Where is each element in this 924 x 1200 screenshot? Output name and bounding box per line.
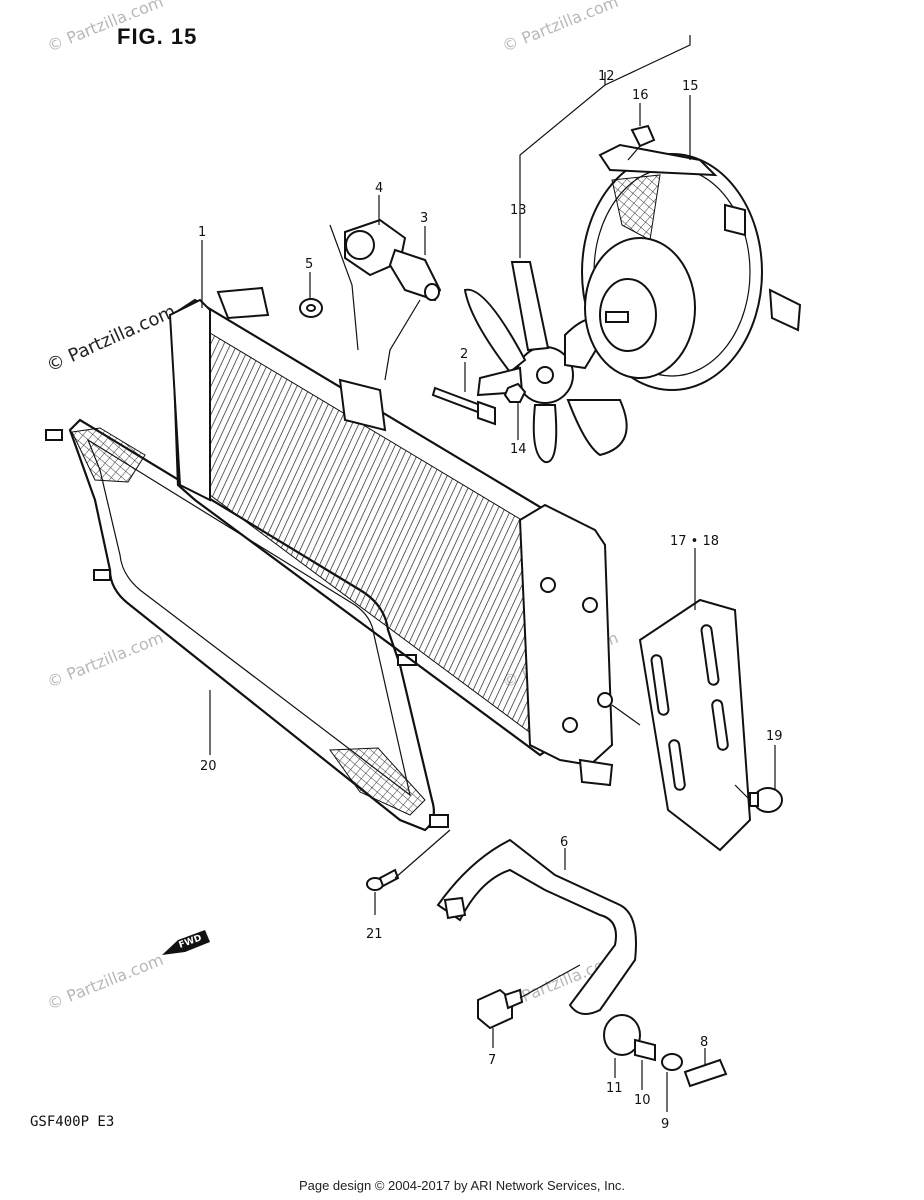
callout-14: 14 [510, 442, 527, 457]
bolt-part-8 [683, 1058, 728, 1088]
washer-part-5 [299, 298, 323, 318]
callout-12: 12 [598, 69, 615, 84]
callout-13: 13 [510, 203, 527, 218]
lower-bracket-part-6 [436, 838, 637, 1015]
callout-11: 11 [606, 1081, 623, 1096]
callout-5: 5 [305, 257, 313, 272]
callout-20: 20 [200, 759, 217, 774]
collar-part-10 [634, 1038, 656, 1062]
watermark: © Partzilla.com [43, 301, 178, 377]
fwd-arrow-icon: FWD [162, 930, 210, 955]
screw-part-21 [366, 868, 400, 891]
model-code: GSF400P E3 [30, 1114, 115, 1130]
leader-lines [201, 35, 776, 1112]
fan-blade-part-13 [463, 261, 628, 464]
callout-15: 15 [682, 79, 699, 94]
watermark: © Partzilla.com [44, 628, 166, 692]
callout-19: 19 [766, 729, 783, 744]
grommet-part-11 [603, 1014, 641, 1056]
watermark: © Partzilla.com [44, 950, 166, 1014]
fan-motor-part-12 [584, 237, 696, 379]
footer-copyright: Page design © 2004-2017 by ARI Network S… [298, 1178, 626, 1193]
figure-title: FIG. 15 [117, 24, 198, 49]
watermark: © Partzilla.com [499, 0, 621, 56]
collar-part-3 [388, 248, 442, 302]
callout-8: 8 [700, 1035, 708, 1050]
bolt-part-7 [477, 988, 524, 1030]
screw-part-19 [749, 787, 783, 813]
mount-rubber-part-4 [344, 218, 407, 277]
callout-7: 7 [488, 1053, 496, 1068]
bolt-part-2 [431, 386, 496, 426]
callout-17-18: 17 • 18 [670, 534, 719, 549]
callout-2: 2 [460, 347, 468, 362]
screw-part-16 [627, 124, 656, 161]
radiator-part-1 [168, 286, 614, 787]
callout-1: 1 [198, 225, 206, 240]
callout-3: 3 [420, 211, 428, 226]
callout-10: 10 [634, 1093, 651, 1108]
radiator-guard-part-20 [45, 418, 449, 832]
callout-4: 4 [375, 181, 383, 196]
callout-6: 6 [560, 835, 568, 850]
nut-part-14 [503, 382, 527, 403]
callout-9: 9 [661, 1117, 669, 1132]
callout-21: 21 [366, 927, 383, 942]
watermark: © Partzilla.com [44, 0, 166, 56]
bracket-part-17-18 [638, 598, 752, 852]
callout-16: 16 [632, 88, 649, 103]
washer-part-9 [661, 1053, 683, 1071]
